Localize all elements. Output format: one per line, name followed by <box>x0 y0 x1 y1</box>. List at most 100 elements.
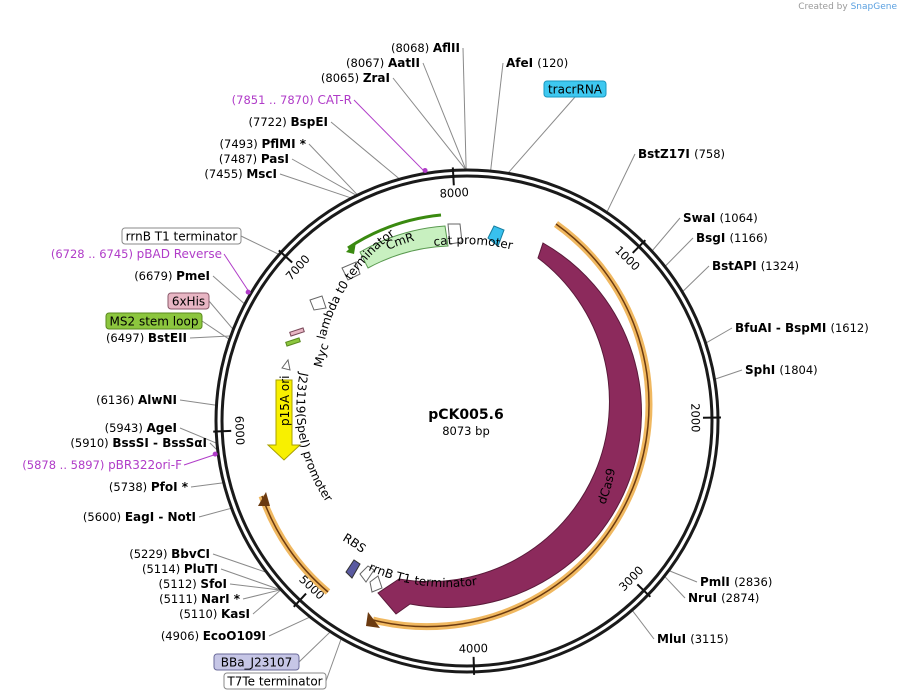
site-name-14: PmlI <box>700 575 734 589</box>
site-leader-9 <box>652 217 681 251</box>
site-label-20: (5943) AgeI <box>105 421 177 435</box>
label-rbs: RBS <box>340 531 368 556</box>
site-name-25: PluTI <box>184 562 218 576</box>
site-name-13: SphI <box>745 363 779 377</box>
site-leader-18 <box>189 335 230 339</box>
site-leader-7 <box>279 173 351 199</box>
t7te-mark <box>359 565 375 583</box>
box-label-bg-4 <box>213 653 300 671</box>
site-label-24: (5229) BbvCI <box>129 547 210 561</box>
site-labels: (8068) AflII(8067) AatII(8065) ZraIAfeI … <box>70 41 868 646</box>
primer-leader-0 <box>353 99 426 173</box>
site-label-21: (5910) BssSI - BssSαI <box>70 436 207 450</box>
rbs-mark <box>345 559 361 579</box>
site-name-3: AfeI <box>506 56 537 70</box>
cmr-outline-arc <box>347 213 442 250</box>
site-pos-19: (6136) <box>96 393 138 407</box>
his-mark <box>289 327 305 337</box>
box-leader-3 <box>201 320 230 340</box>
site-name-23: EagI - NotI <box>125 510 196 524</box>
backbone-outer <box>214 168 720 674</box>
site-leader-14 <box>669 570 698 583</box>
site-pos-27: (5111) <box>159 592 201 606</box>
site-name-28: KasI <box>221 607 250 621</box>
site-leader-23 <box>198 507 231 518</box>
site-pos-17: (6679) <box>134 269 176 283</box>
box-label-bg-2 <box>167 292 210 310</box>
site-name-0: AflII <box>433 41 460 55</box>
arrow-rrnb-outline <box>309 295 327 311</box>
site-leader-27 <box>242 589 281 600</box>
site-name-12: BfuAI - BspMI <box>735 321 830 335</box>
site-label-9: SwaI (1064) <box>683 211 758 225</box>
box-label-text-2: 6xHis <box>172 295 205 309</box>
site-leader-24 <box>212 553 266 573</box>
site-label-5: (7493) PflMI * <box>220 137 307 151</box>
primer-name-1: pBAD Reverse <box>137 247 222 261</box>
site-pos-16: (3115) <box>690 632 728 646</box>
site-pos-11: (1324) <box>761 259 799 273</box>
site-leader-20 <box>179 427 217 444</box>
primer-pos-1: (6728 .. 6745) <box>51 247 137 261</box>
site-label-28: (5110) KasI <box>179 607 250 621</box>
site-leader-3 <box>490 62 504 171</box>
site-pos-9: (1064) <box>719 211 757 225</box>
site-label-10: BsgI (1166) <box>696 231 768 245</box>
site-leader-28 <box>252 589 281 615</box>
site-label-26: (5112) SfoI <box>159 577 227 591</box>
box-leader-4 <box>298 631 331 663</box>
site-pos-21: (5910) <box>70 436 112 450</box>
site-label-12: BfuAI - BspMI (1612) <box>735 321 869 335</box>
site-name-11: BstAPI <box>712 259 761 273</box>
site-leader-21 <box>209 442 217 450</box>
label-myc: Myc <box>311 341 331 369</box>
primer-label-1: (6728 .. 6745) pBAD Reverse <box>51 247 222 261</box>
site-name-8: BstZ17I <box>638 147 694 161</box>
box-label-bg-3 <box>105 312 203 330</box>
orange-arc-right-head <box>366 612 380 628</box>
feature-dcas9 <box>377 242 642 615</box>
j23119-mark <box>281 358 291 371</box>
tick-mark-5 <box>213 429 232 433</box>
site-label-15: NruI (2874) <box>688 591 759 605</box>
site-leader-13 <box>715 369 743 380</box>
site-label-23: (5600) EagI - NotI <box>83 510 196 524</box>
site-label-1: (8067) AatII <box>346 56 420 70</box>
site-name-10: BsgI <box>696 231 730 245</box>
cmr-outline-head <box>346 242 356 254</box>
primer-mark-2 <box>212 451 218 457</box>
site-name-29: EcoO109I <box>203 629 266 643</box>
backbone-inner <box>220 174 714 668</box>
site-label-6: (7487) PasI <box>219 152 289 166</box>
site-pos-8: (758) <box>694 147 725 161</box>
site-pos-20: (5943) <box>105 421 147 435</box>
site-leader-17 <box>212 275 245 304</box>
primer-mark-0 <box>422 167 428 173</box>
box-label-text-4: BBa_J23107 <box>221 656 293 670</box>
site-leader-15 <box>664 576 686 599</box>
site-pos-15: (2874) <box>721 591 759 605</box>
site-label-19: (6136) AlwNI <box>96 393 177 407</box>
tick-label-5: 6000 <box>232 416 247 446</box>
site-leader-1 <box>422 62 467 170</box>
tick-mark-0 <box>631 239 647 254</box>
site-name-21: BssSI - BssSαI <box>112 436 207 450</box>
site-name-16: MluI <box>657 632 690 646</box>
site-leader-19 <box>179 399 216 406</box>
site-leader-5 <box>308 143 358 195</box>
site-label-8: BstZ17I (758) <box>638 147 725 161</box>
credit-brand: SnapGene <box>850 2 897 12</box>
tick-label-3: 4000 <box>459 641 489 656</box>
site-leader-4 <box>330 121 400 179</box>
site-pos-26: (5112) <box>159 577 201 591</box>
box-label-text-5: T7Te terminator <box>226 675 322 689</box>
tick-label-7: 8000 <box>439 185 469 201</box>
site-pos-24: (5229) <box>129 547 171 561</box>
site-pos-3: (120) <box>537 56 568 70</box>
site-label-2: (8065) ZraI <box>321 71 390 85</box>
box-label-text-3: MS2 stem loop <box>110 315 199 329</box>
arrow-lambda-outline <box>341 261 361 281</box>
orange-arc-left-core <box>261 495 329 593</box>
